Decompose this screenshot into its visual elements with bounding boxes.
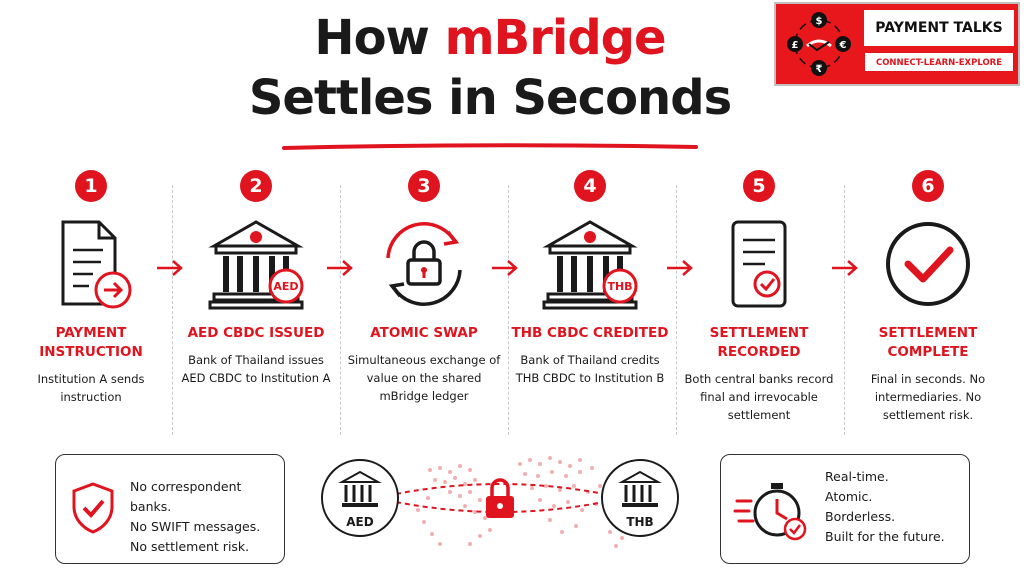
currency-badge: THB: [607, 280, 632, 293]
right-bank-node: THB: [601, 459, 679, 537]
step-divider: [172, 185, 173, 435]
step-1: 1 PAYMENT INSTRUCTION Institution A send…: [11, 170, 171, 406]
feature-line: Built for the future.: [825, 529, 945, 544]
left-currency-label: AED: [346, 515, 373, 529]
svg-text:₹: ₹: [816, 64, 823, 75]
step-number: 4: [574, 170, 606, 202]
bank-icon: THB: [542, 220, 638, 310]
step-description: Bank of Thailand credits THB CBDC to Ins…: [515, 353, 665, 385]
brand-tagline: CONNECT-LEARN-EXPLORE: [864, 52, 1014, 72]
svg-text:£: £: [792, 40, 799, 51]
page-title: How mBridge Settles in Seconds: [180, 8, 800, 128]
benefits-list: No correspondent banks. No SWIFT message…: [130, 477, 284, 557]
title-line-1: How mBridge: [180, 8, 800, 68]
feature-line: Real-time.: [825, 469, 889, 484]
step-4: 4 THB THB CBDC CREDITED Bank of Thailand…: [510, 170, 670, 387]
flow-arrow-icon: [492, 260, 518, 276]
step-number: 1: [75, 170, 107, 202]
step-title: THB CBDC CREDITED: [511, 325, 669, 341]
benefit-line: No SWIFT messages.: [130, 519, 261, 534]
flow-arrow-icon: [327, 260, 353, 276]
brand-badge: $ € ₹ £ PAYMENT TALKS CONNECT-LEARN-EXPL…: [774, 2, 1020, 86]
lock-cycle-icon: [386, 222, 462, 306]
right-currency-label: THB: [626, 515, 653, 529]
title-accent: mBridge: [444, 10, 667, 66]
currency-badge: AED: [273, 280, 298, 293]
step-title: ATOMIC SWAP: [370, 325, 478, 341]
step-divider: [340, 185, 341, 435]
step-number: 3: [408, 170, 440, 202]
left-bank-node: AED: [321, 459, 399, 537]
benefit-line: No correspondent banks.: [130, 479, 242, 514]
brand-name: PAYMENT TALKS: [864, 10, 1014, 46]
flow-arrow-icon: [832, 260, 858, 276]
title-line-2: Settles in Seconds: [248, 70, 732, 126]
step-title: SETTLEMENT COMPLETE: [878, 325, 978, 360]
flow-arrow-icon: [157, 260, 183, 276]
step-description: Simultaneous exchange of value on the sh…: [347, 353, 501, 403]
step-6: 6 SETTLEMENT COMPLETE Final in seconds. …: [848, 170, 1008, 424]
step-title: SETTLEMENT RECORDED: [709, 325, 809, 360]
title-prefix: How: [314, 10, 445, 66]
features-box: Real-time. Atomic. Borderless. Built for…: [720, 454, 970, 564]
step-number: 5: [743, 170, 775, 202]
step-divider: [844, 185, 845, 435]
lock-icon: [486, 478, 514, 518]
stopwatch-icon: [733, 483, 807, 541]
step-2: 2 AED AED CBDC ISSUED Bank of Thailand i…: [176, 170, 336, 387]
title-underline: [282, 143, 698, 150]
shield-check-icon: [72, 482, 114, 534]
step-5: 5 SETTLEMENT RECORDED Both central banks…: [679, 170, 839, 424]
benefit-line: No settlement risk.: [130, 539, 250, 554]
svg-text:€: €: [839, 40, 847, 51]
step-description: Institution A sends instruction: [37, 372, 145, 404]
features-list: Real-time. Atomic. Borderless. Built for…: [825, 467, 945, 547]
step-divider: [676, 185, 677, 435]
currency-cycle-icon: $ € ₹ £: [787, 12, 851, 76]
document-arrow-icon: [61, 220, 132, 309]
feature-line: Atomic.: [825, 489, 873, 504]
step-title: AED CBDC ISSUED: [187, 325, 325, 341]
step-3: 3 ATOMIC SWAP Simultaneous exchange of v…: [344, 170, 504, 405]
benefits-box: No correspondent banks. No SWIFT message…: [55, 454, 285, 564]
check-circle-icon: [886, 222, 970, 306]
bank-icon: AED: [208, 220, 304, 310]
step-number: 2: [240, 170, 272, 202]
svg-text:$: $: [816, 16, 823, 27]
step-description: Bank of Thailand issues AED CBDC to Inst…: [181, 353, 331, 385]
step-title: PAYMENT INSTRUCTION: [39, 325, 143, 360]
step-description: Final in seconds. No intermediaries. No …: [870, 372, 986, 422]
record-check-icon: [731, 220, 787, 308]
step-number: 6: [912, 170, 944, 202]
step-divider: [508, 185, 509, 435]
feature-line: Borderless.: [825, 509, 896, 524]
step-description: Both central banks record final and irre…: [684, 372, 834, 422]
world-map-graphic: AED THB: [321, 456, 679, 548]
flow-arrow-icon: [667, 260, 693, 276]
